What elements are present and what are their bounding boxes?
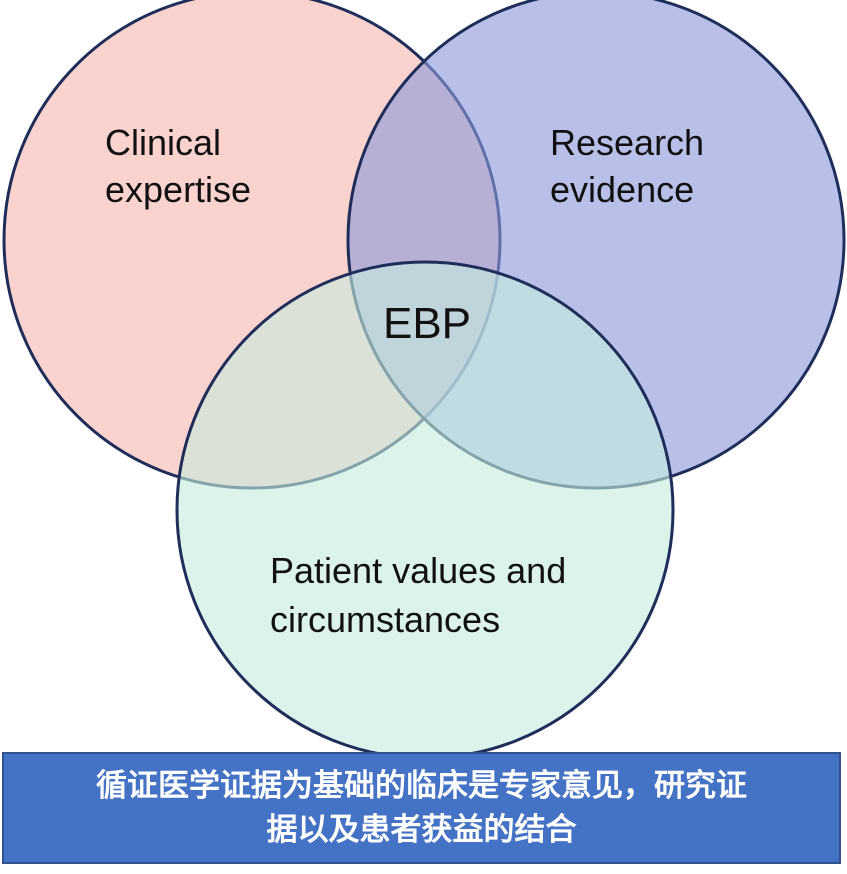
research-label-line-1: Research xyxy=(550,122,704,163)
clinical-label-line-2: expertise xyxy=(105,169,251,210)
venn-diagram: Clinical expertise Research evidence Pat… xyxy=(2,0,846,760)
clinical-label-line-1: Clinical xyxy=(105,122,221,163)
caption-line-2: 据以及患者获益的结合 xyxy=(266,812,577,848)
research-label-line-2: evidence xyxy=(550,169,694,210)
patient-label-line-1: Patient values and xyxy=(270,550,566,591)
venn-circles xyxy=(2,0,846,760)
patient-label-line-2: circumstances xyxy=(270,599,500,640)
ebp-center-label: EBP xyxy=(383,299,471,348)
caption-line-1: 循证医学证据为基础的临床是专家意见，研究证 xyxy=(96,768,747,804)
caption-banner: 循证医学证据为基础的临床是专家意见，研究证 据以及患者获益的结合 xyxy=(2,752,841,864)
